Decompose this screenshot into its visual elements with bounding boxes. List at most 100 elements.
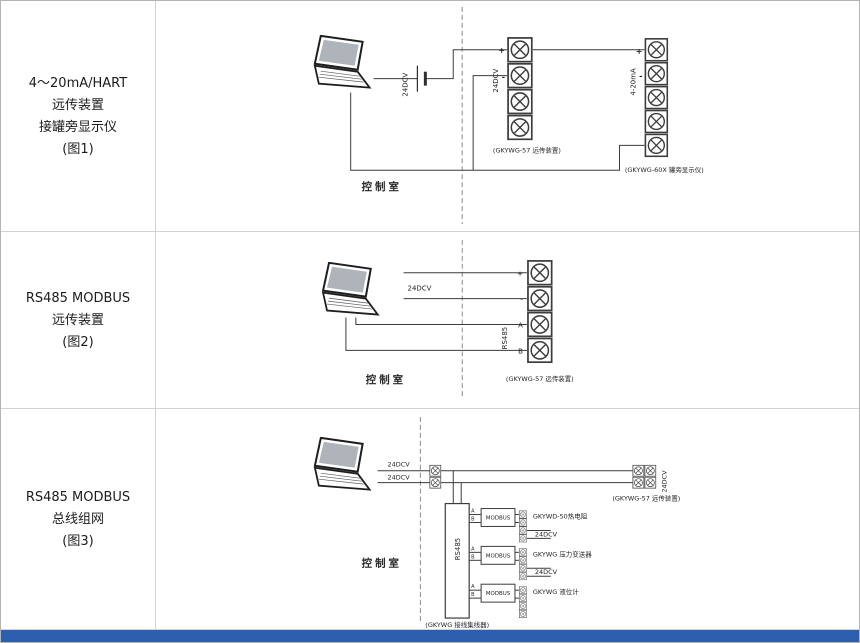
terminal-mark-a: A [518,321,523,329]
terminal [519,610,527,618]
terminal-mark-plus: + [517,270,523,278]
laptop-icon [313,34,371,89]
power-label: 24DCV [408,285,432,293]
sidebar-row2-line2: 远传装置 [51,312,104,328]
terminal [519,518,527,527]
wire [345,317,527,351]
terminal [644,133,669,158]
diagram-1-cell: 24DCV 24DCV + - (GKYWG-57 远传装置) 4-20mA +… [156,1,859,232]
remote-device-caption: (GKYWG-57 远传装置) [612,494,680,503]
rs485-label: RS485 [501,327,509,350]
diagram-2-cell: 24DCV RS485 + - A B (GKYWG-57 远传装置) 控制室 [156,232,859,409]
modbus-module-box [480,583,516,603]
terminal [519,556,527,565]
terminal [519,586,527,595]
tank-display-caption: (GKYWG-60X 罐旁显示仪) [625,165,704,174]
terminal-mark-minus: - [520,296,523,304]
bus-branch-3: A B MODBUS GKYWG 液位计 [469,583,579,618]
terminal [507,88,533,115]
terminal [644,61,669,86]
terminal [644,476,657,489]
wire [355,317,527,325]
diagram-1: 24DCV 24DCV + - (GKYWG-57 远传装置) 4-20mA +… [313,6,704,225]
terminal [507,37,533,63]
wiring [350,49,645,171]
diagram-2: 24DCV RS485 + - A B (GKYWG-57 远传装置) 控制室 [322,239,574,400]
wire [425,49,508,80]
remote-power-label: 24DCV [660,470,668,493]
terminal [507,114,533,141]
battery-voltage-label: 24DCV [401,73,409,97]
modbus-label: MODBUS [486,591,511,597]
terminal [527,260,553,286]
plus-mark: + [636,47,643,56]
remote-device-terminal-block [507,37,533,141]
terminal [632,464,645,477]
remote-power-label: 24DCV [492,69,500,93]
line-b-label: B [471,554,475,560]
inline-connector-terminal [429,464,442,477]
device-power-label: 24DCV [535,568,558,576]
terminal [519,510,527,519]
bus-branch-2: A B MODBUS GKYWG 压力变送器 24DCV [469,545,592,581]
terminal [519,594,527,603]
terminal-mark-b: B [518,347,523,355]
battery-icon [416,65,427,92]
minus-mark: - [502,73,505,82]
laptop-icon [313,436,371,491]
terminal [519,572,527,581]
laptop-icon [322,261,379,316]
sidebar-row1: 4～20mA/HART 远传装置 接罐旁显示仪 (图1) [1,1,156,232]
sidebar-row3-line1: RS485 MODBUS [25,489,131,505]
power-label-2: 24DCV [388,474,411,482]
display-signal-label: 4-20mA [629,68,637,96]
power-label-1: 24DCV [388,461,411,469]
modbus-module-box [480,508,516,527]
remote-device-caption: (GKYWG-57 远传装置) [506,374,574,383]
rs485-label: RS485 [454,538,462,561]
modbus-label: MODBUS [486,515,511,521]
sidebar-row1-line1: 4～20mA/HART [28,75,128,91]
device-label: GKYWG 压力变送器 [533,549,592,558]
terminal [519,548,527,557]
line-a-label: A [471,584,475,590]
terminal [644,38,669,62]
sidebar-row2: RS485 MODBUS 远传装置 (图2) [1,232,156,409]
terminal [644,85,669,110]
terminal [527,311,553,338]
remote-device-terminal-block [632,464,657,489]
modbus-module-box [480,545,516,565]
power-bus-wiring [377,470,633,504]
minus-mark: - [639,72,642,81]
bus-branch-1: A B MODBUS GKYWD-50热电阻 24DCV [469,508,588,543]
terminal [527,337,553,364]
remote-device-caption: (GKYWG-57 远传装置) [493,145,561,154]
sidebar-row3: RS485 MODBUS 总线组网 (图3) [1,409,156,630]
diagram-3-cell: 24DCV 24DCV RS485 (GKYWG 接线集线器) 24DCV (G… [156,409,859,630]
terminal [644,464,657,477]
line-b-label: B [471,592,475,598]
bottom-bar [1,630,859,642]
sidebar-row3-line3: (图3) [62,533,94,549]
terminal [519,534,527,543]
terminal [519,602,527,611]
sidebar-row1-line2: 远传装置 [51,97,104,113]
terminal [507,62,533,89]
device-label: GKYWD-50热电阻 [533,512,588,521]
control-room-label: 控制室 [362,556,402,569]
device-label: GKYWG 液位计 [533,587,579,596]
control-room-label: 控制室 [362,180,402,193]
modbus-label: MODBUS [486,553,511,559]
inline-connector-terminal [429,476,442,489]
diagram-3: 24DCV 24DCV RS485 (GKYWG 接线集线器) 24DCV (G… [313,416,680,629]
terminal [644,109,669,134]
plus-mark: + [498,46,505,55]
sidebar-row1-line4: (图1) [62,141,94,157]
device-power-label: 24DCV [535,530,558,538]
terminal [527,285,553,312]
wiring [345,272,527,351]
remote-device-terminal-block [527,260,553,364]
wire [472,75,508,171]
wire [350,92,645,171]
